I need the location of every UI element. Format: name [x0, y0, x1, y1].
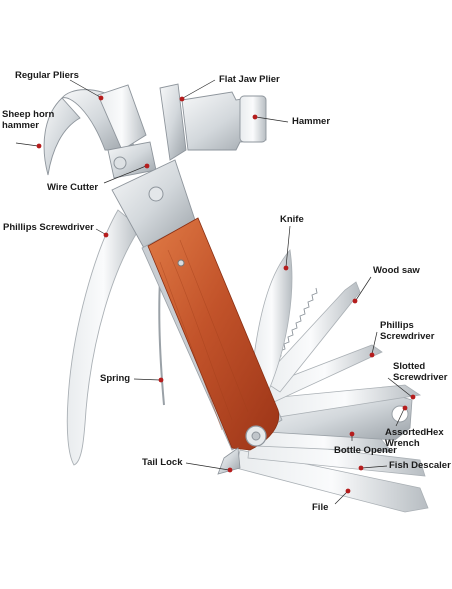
label-slotted-screwdriver: Slotted Screwdriver [393, 361, 447, 383]
leader-sheep-horn [15, 142, 39, 147]
knife-blade [251, 249, 293, 393]
label-phillips-screwdriver-left: Phillips Screwdriver [3, 222, 94, 233]
label-phillips-screwdriver-right-line1: Phillips [380, 320, 414, 331]
left-plier-handle [66, 209, 141, 466]
flat-jaw-plier [159, 83, 187, 161]
leader-wood-saw [355, 276, 372, 301]
dot-phillips-right [369, 352, 375, 358]
label-file: File [312, 502, 328, 513]
dot-slotted [410, 394, 416, 400]
label-sheep-horn-hammer-line2: hammer [2, 120, 39, 131]
leader-phillips-right [371, 331, 378, 355]
label-assorted-hex-wrench-line1: AssortedHex [385, 427, 444, 438]
dot-hex-wrench [402, 405, 408, 411]
leader-knife [285, 225, 291, 268]
label-regular-pliers: Regular Pliers [15, 70, 79, 81]
label-fish-descaler-text: Fish Descaler [389, 460, 451, 471]
dot-regular-pliers [98, 95, 104, 101]
label-tail-lock-text: Tail Lock [142, 457, 183, 468]
leader-flat-jaw-plier [182, 79, 216, 99]
label-tail-lock: Tail Lock [142, 457, 182, 468]
label-knife-text: Knife [280, 214, 304, 225]
dot-hammer [252, 114, 258, 120]
label-wire-cutter-text: Wire Cutter [47, 182, 99, 193]
dot-sheep-horn [36, 143, 42, 149]
leader-tail-lock [185, 462, 230, 471]
leader-regular-pliers [69, 79, 101, 98]
label-fish-descaler: Fish Descaler [389, 460, 451, 471]
label-knife: Knife [280, 214, 304, 225]
label-spring: Spring [100, 373, 130, 384]
fanned-tools [235, 249, 429, 513]
hammer-striking-face [239, 95, 267, 143]
spring-wire [158, 279, 165, 406]
leader-hammer [255, 116, 289, 123]
tail-lock-center [251, 431, 261, 441]
label-flat-jaw-plier-text: Flat Jaw Plier [219, 74, 280, 85]
wood-grain [159, 239, 249, 431]
claw-curve [43, 97, 81, 176]
label-wood-saw-text: Wood saw [373, 265, 420, 276]
body-rivet [148, 186, 164, 202]
label-assorted-hex-wrench: AssortedHex Wrench [385, 427, 444, 449]
leader-phillips-left [95, 228, 106, 235]
leader-slotted [387, 377, 413, 398]
handle-rivet [177, 259, 185, 267]
label-wire-cutter: Wire Cutter [47, 182, 98, 193]
regular-pliers-jaw [97, 84, 147, 151]
dot-wood-saw [352, 298, 358, 304]
label-file-text: File [312, 502, 329, 513]
label-slotted-screwdriver-line1: Slotted [393, 361, 426, 372]
dot-fish-descaler [358, 465, 364, 471]
leader-spring [133, 378, 161, 381]
label-hammer-text: Hammer [292, 116, 331, 127]
label-slotted-screwdriver-line2: Screwdriver [393, 372, 448, 383]
label-hammer: Hammer [292, 116, 330, 127]
dot-bottle-opener [349, 431, 355, 437]
label-regular-pliers-text: Regular Pliers [15, 70, 79, 81]
label-spring-text: Spring [100, 373, 131, 384]
leader-fish-descaler [361, 465, 388, 469]
dot-flat-jaw-plier [179, 96, 185, 102]
wood-handle [147, 217, 280, 451]
leader-lines [15, 79, 413, 505]
dot-wire-cutter [144, 163, 150, 169]
label-sheep-horn-hammer: Sheep horn hammer [2, 109, 54, 131]
wood-saw-blade [261, 281, 361, 393]
leader-hex-wrench [395, 408, 405, 427]
label-assorted-hex-wrench-line2: Wrench [385, 438, 420, 449]
label-phillips-screwdriver-right-line2: Screwdriver [380, 331, 435, 342]
dot-tail-lock [227, 467, 233, 473]
leader-wire-cutter [103, 165, 147, 184]
wire-cutter-rivet [113, 156, 127, 170]
leader-dots [36, 95, 416, 494]
label-sheep-horn-hammer-line1: Sheep horn [2, 109, 55, 120]
label-phillips-screwdriver-right: Phillips Screwdriver [380, 320, 434, 342]
label-bottle-opener: Bottle Opener [334, 445, 397, 456]
label-phillips-screwdriver-left-text: Phillips Screwdriver [3, 222, 94, 233]
fish-descaler-blade [247, 439, 426, 477]
label-bottle-opener-text: Bottle Opener [334, 445, 397, 456]
hammer-head [43, 83, 267, 179]
leader-file [334, 491, 348, 505]
dot-spring [158, 377, 164, 383]
dot-file [345, 488, 351, 494]
label-flat-jaw-plier: Flat Jaw Plier [219, 74, 280, 85]
dot-phillips-left [103, 232, 109, 238]
dot-knife [283, 265, 289, 271]
label-wood-saw: Wood saw [373, 265, 420, 276]
